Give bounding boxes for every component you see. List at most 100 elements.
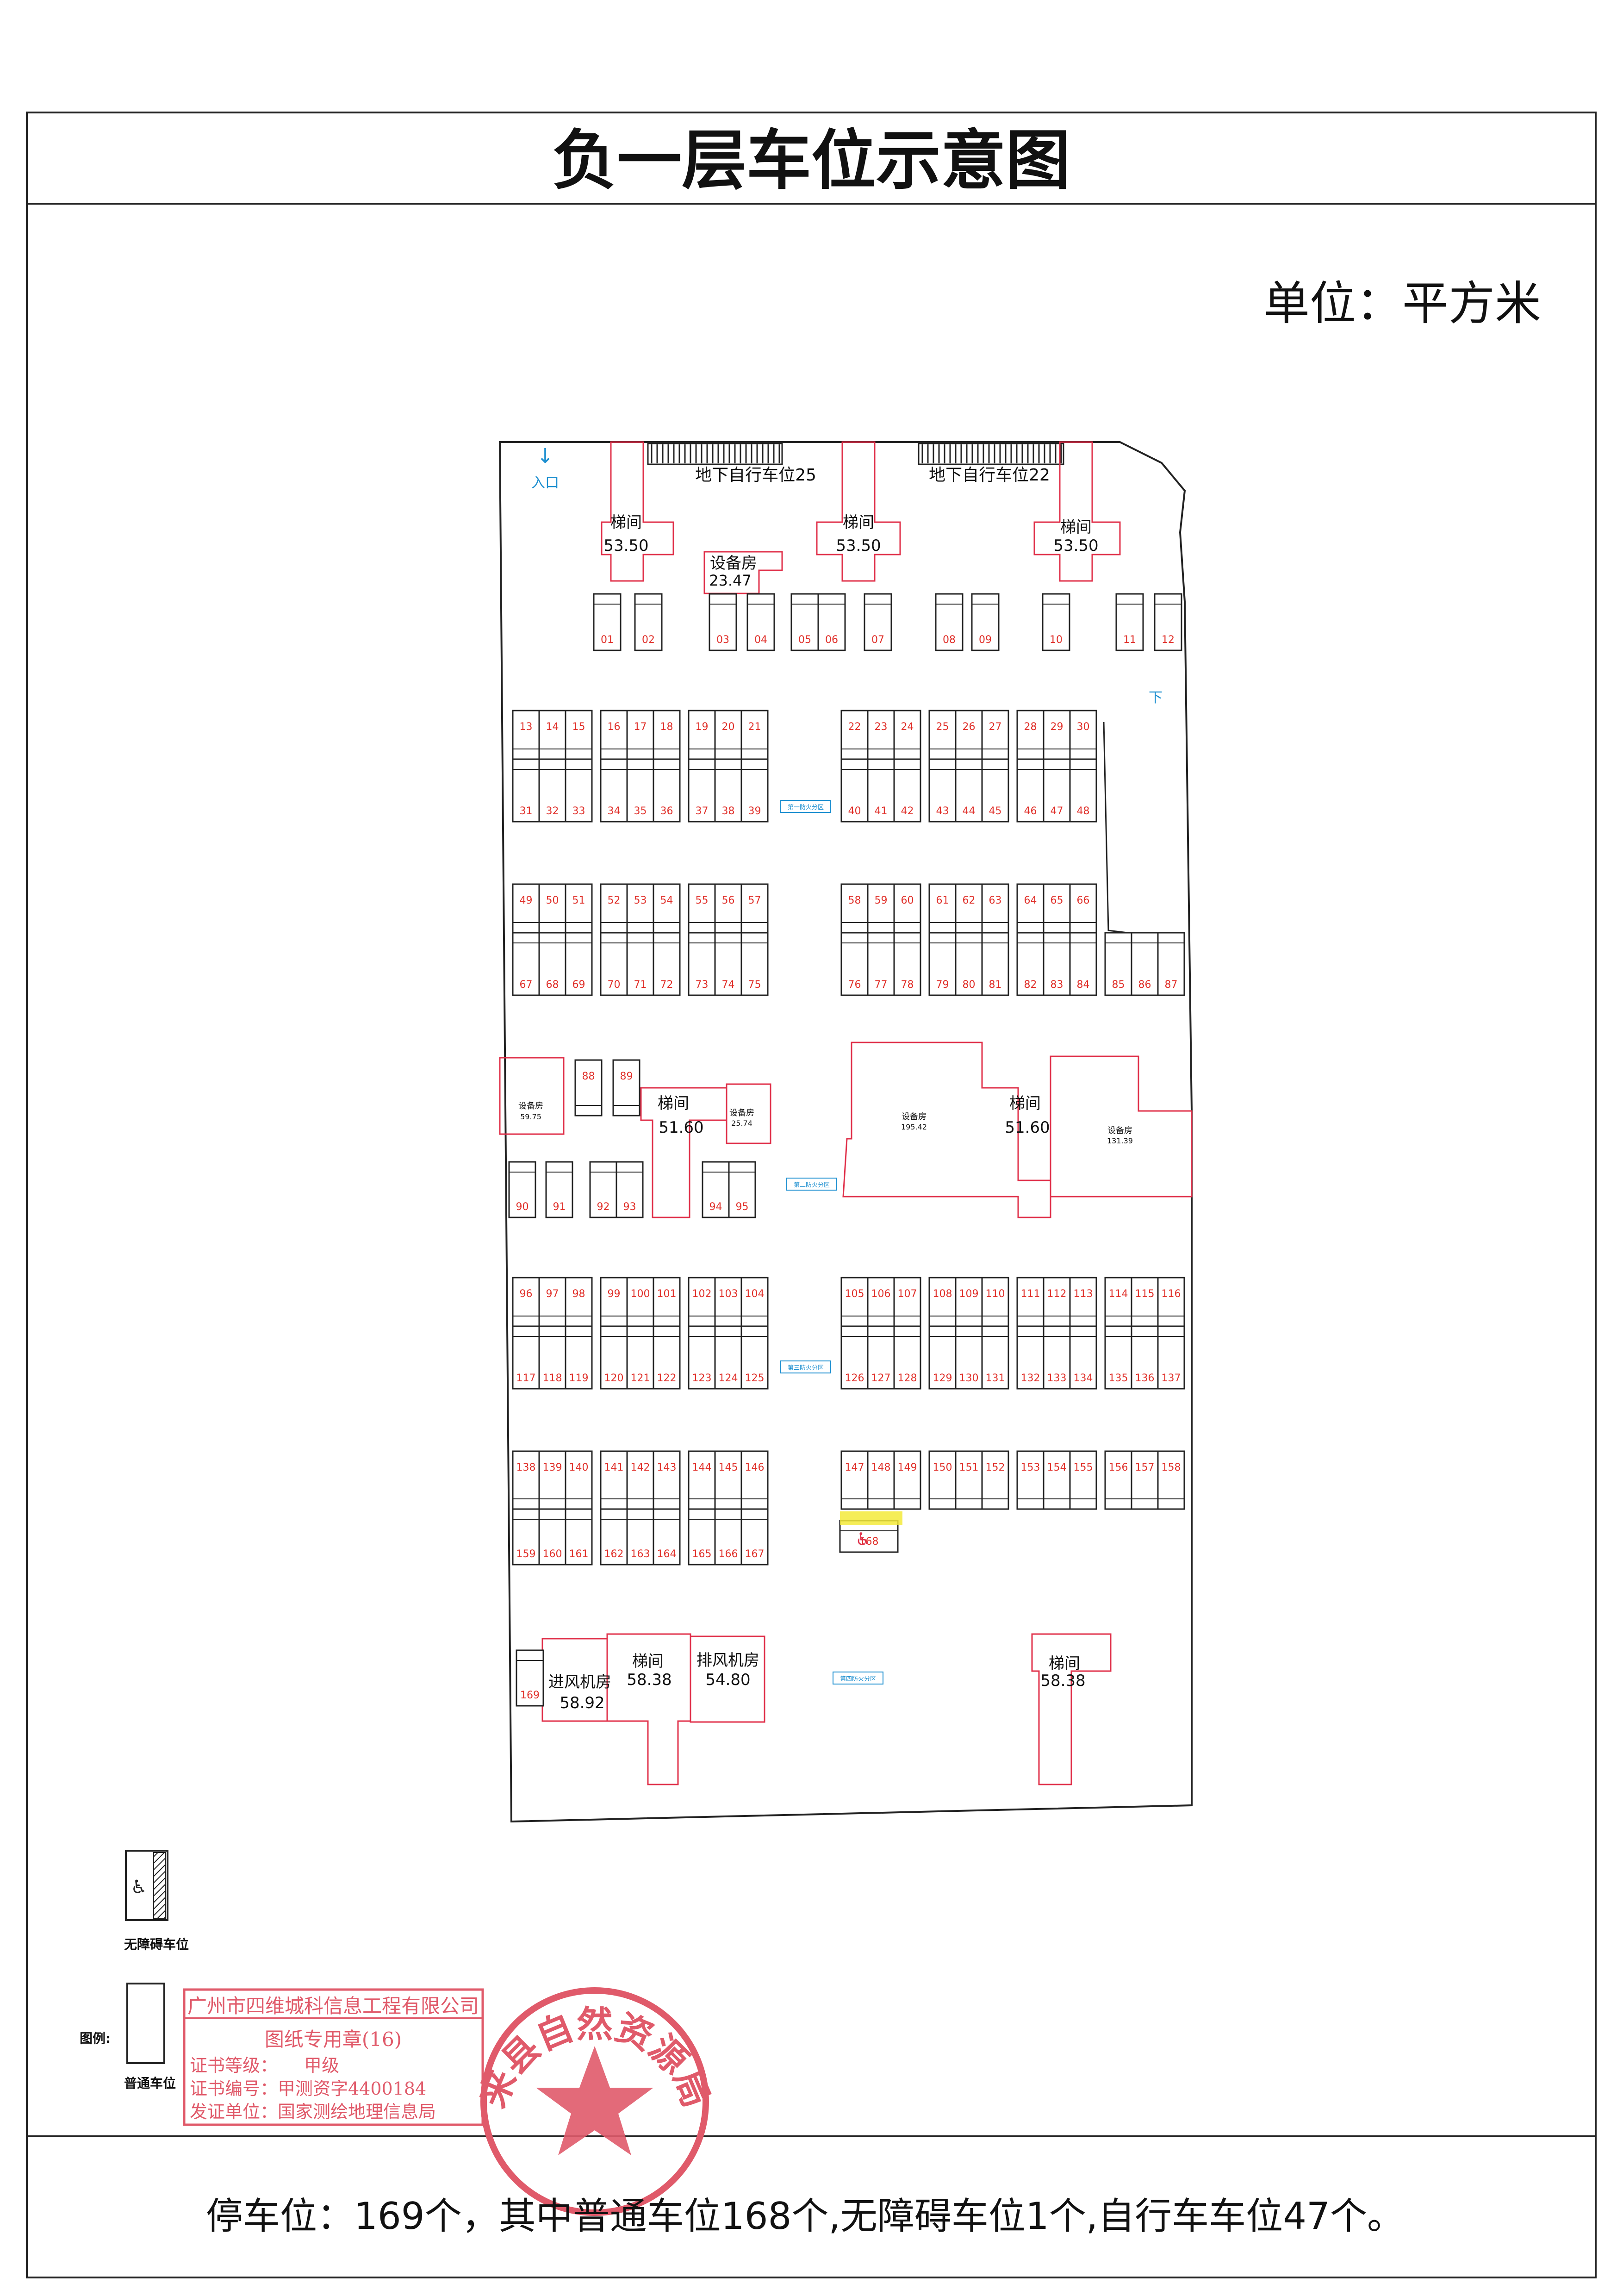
parking-stall-166[interactable]: 166 bbox=[714, 1508, 742, 1566]
parking-stall-125[interactable]: 125 bbox=[740, 1325, 769, 1390]
parking-stall-23[interactable]: 23 bbox=[867, 710, 895, 760]
parking-stall-05[interactable]: 05 bbox=[790, 593, 819, 651]
parking-stall-34[interactable]: 34 bbox=[600, 758, 628, 823]
parking-stall-132[interactable]: 132 bbox=[1016, 1325, 1045, 1390]
parking-stall-54[interactable]: 54 bbox=[653, 883, 681, 934]
parking-stall-156[interactable]: 156 bbox=[1104, 1450, 1132, 1510]
parking-stall-159[interactable]: 159 bbox=[512, 1508, 540, 1566]
parking-stall-165[interactable]: 165 bbox=[688, 1508, 716, 1566]
parking-stall-162[interactable]: 162 bbox=[600, 1508, 628, 1566]
parking-stall-108[interactable]: 108 bbox=[928, 1277, 957, 1327]
parking-stall-88[interactable]: 88 bbox=[574, 1059, 603, 1117]
parking-stall-40[interactable]: 40 bbox=[840, 758, 869, 823]
parking-stall-07[interactable]: 07 bbox=[864, 593, 892, 651]
parking-stall-85[interactable]: 85 bbox=[1104, 932, 1132, 996]
parking-stall-143[interactable]: 143 bbox=[653, 1450, 681, 1510]
parking-stall-57[interactable]: 57 bbox=[740, 883, 769, 934]
parking-stall-66[interactable]: 66 bbox=[1069, 883, 1097, 934]
parking-stall-22[interactable]: 22 bbox=[840, 710, 869, 760]
parking-stall-119[interactable]: 119 bbox=[565, 1325, 593, 1390]
parking-stall-55[interactable]: 55 bbox=[688, 883, 716, 934]
parking-stall-12[interactable]: 12 bbox=[1154, 593, 1182, 651]
parking-stall-109[interactable]: 109 bbox=[955, 1277, 983, 1327]
parking-stall-35[interactable]: 35 bbox=[626, 758, 654, 823]
parking-stall-163[interactable]: 163 bbox=[626, 1508, 654, 1566]
parking-stall-103[interactable]: 103 bbox=[714, 1277, 742, 1327]
parking-stall-36[interactable]: 36 bbox=[653, 758, 681, 823]
parking-stall-80[interactable]: 80 bbox=[955, 932, 983, 996]
parking-stall-39[interactable]: 39 bbox=[740, 758, 769, 823]
parking-stall-116[interactable]: 116 bbox=[1157, 1277, 1185, 1327]
parking-stall-14[interactable]: 14 bbox=[538, 710, 566, 760]
parking-stall-63[interactable]: 63 bbox=[981, 883, 1009, 934]
parking-stall-58[interactable]: 58 bbox=[840, 883, 869, 934]
parking-stall-84[interactable]: 84 bbox=[1069, 932, 1097, 996]
parking-stall-147[interactable]: 147 bbox=[840, 1450, 869, 1510]
parking-stall-61[interactable]: 61 bbox=[928, 883, 957, 934]
parking-stall-32[interactable]: 32 bbox=[538, 758, 566, 823]
parking-stall-29[interactable]: 29 bbox=[1043, 710, 1071, 760]
parking-stall-153[interactable]: 153 bbox=[1016, 1450, 1045, 1510]
parking-stall-142[interactable]: 142 bbox=[626, 1450, 654, 1510]
parking-stall-169[interactable]: 169 bbox=[516, 1649, 544, 1707]
parking-stall-18[interactable]: 18 bbox=[653, 710, 681, 760]
parking-stall-154[interactable]: 154 bbox=[1043, 1450, 1071, 1510]
parking-stall-139[interactable]: 139 bbox=[538, 1450, 566, 1510]
parking-stall-106[interactable]: 106 bbox=[867, 1277, 895, 1327]
parking-stall-02[interactable]: 02 bbox=[634, 593, 663, 651]
parking-stall-96[interactable]: 96 bbox=[512, 1277, 540, 1327]
parking-stall-134[interactable]: 134 bbox=[1069, 1325, 1097, 1390]
parking-stall-131[interactable]: 131 bbox=[981, 1325, 1009, 1390]
parking-stall-69[interactable]: 69 bbox=[565, 932, 593, 996]
parking-stall-47[interactable]: 47 bbox=[1043, 758, 1071, 823]
parking-stall-90[interactable]: 90 bbox=[508, 1161, 536, 1218]
parking-stall-121[interactable]: 121 bbox=[626, 1325, 654, 1390]
parking-stall-70[interactable]: 70 bbox=[600, 932, 628, 996]
parking-stall-128[interactable]: 128 bbox=[893, 1325, 921, 1390]
parking-stall-41[interactable]: 41 bbox=[867, 758, 895, 823]
parking-stall-141[interactable]: 141 bbox=[600, 1450, 628, 1510]
parking-stall-20[interactable]: 20 bbox=[714, 710, 742, 760]
parking-stall-102[interactable]: 102 bbox=[688, 1277, 716, 1327]
parking-stall-112[interactable]: 112 bbox=[1043, 1277, 1071, 1327]
parking-stall-107[interactable]: 107 bbox=[893, 1277, 921, 1327]
parking-stall-01[interactable]: 01 bbox=[593, 593, 622, 651]
parking-stall-81[interactable]: 81 bbox=[981, 932, 1009, 996]
parking-stall-148[interactable]: 148 bbox=[867, 1450, 895, 1510]
parking-stall-145[interactable]: 145 bbox=[714, 1450, 742, 1510]
parking-stall-06[interactable]: 06 bbox=[817, 593, 846, 651]
parking-stall-72[interactable]: 72 bbox=[653, 932, 681, 996]
parking-stall-92[interactable]: 92 bbox=[589, 1161, 617, 1218]
parking-stall-77[interactable]: 77 bbox=[867, 932, 895, 996]
parking-stall-17[interactable]: 17 bbox=[626, 710, 654, 760]
parking-stall-71[interactable]: 71 bbox=[626, 932, 654, 996]
parking-stall-04[interactable]: 04 bbox=[746, 593, 775, 651]
parking-stall-15[interactable]: 15 bbox=[565, 710, 593, 760]
parking-stall-168[interactable]: 168 bbox=[839, 1520, 899, 1553]
parking-stall-158[interactable]: 158 bbox=[1157, 1450, 1185, 1510]
parking-stall-99[interactable]: 99 bbox=[600, 1277, 628, 1327]
parking-stall-135[interactable]: 135 bbox=[1104, 1325, 1132, 1390]
parking-stall-42[interactable]: 42 bbox=[893, 758, 921, 823]
parking-stall-146[interactable]: 146 bbox=[740, 1450, 769, 1510]
parking-stall-130[interactable]: 130 bbox=[955, 1325, 983, 1390]
parking-stall-94[interactable]: 94 bbox=[702, 1161, 730, 1218]
parking-stall-44[interactable]: 44 bbox=[955, 758, 983, 823]
parking-stall-149[interactable]: 149 bbox=[893, 1450, 921, 1510]
parking-stall-13[interactable]: 13 bbox=[512, 710, 540, 760]
parking-stall-144[interactable]: 144 bbox=[688, 1450, 716, 1510]
parking-stall-11[interactable]: 11 bbox=[1115, 593, 1144, 651]
parking-stall-60[interactable]: 60 bbox=[893, 883, 921, 934]
parking-stall-52[interactable]: 52 bbox=[600, 883, 628, 934]
parking-stall-91[interactable]: 91 bbox=[545, 1161, 573, 1218]
parking-stall-86[interactable]: 86 bbox=[1131, 932, 1159, 996]
parking-stall-16[interactable]: 16 bbox=[600, 710, 628, 760]
parking-stall-78[interactable]: 78 bbox=[893, 932, 921, 996]
parking-stall-56[interactable]: 56 bbox=[714, 883, 742, 934]
parking-stall-127[interactable]: 127 bbox=[867, 1325, 895, 1390]
parking-stall-83[interactable]: 83 bbox=[1043, 932, 1071, 996]
parking-stall-62[interactable]: 62 bbox=[955, 883, 983, 934]
parking-stall-37[interactable]: 37 bbox=[688, 758, 716, 823]
parking-stall-113[interactable]: 113 bbox=[1069, 1277, 1097, 1327]
parking-stall-33[interactable]: 33 bbox=[565, 758, 593, 823]
